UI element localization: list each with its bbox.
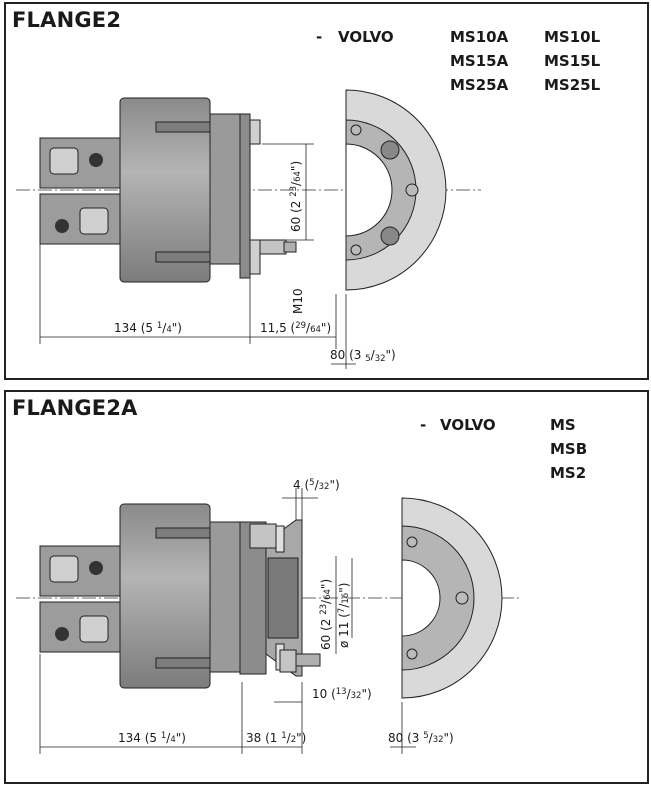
flange2-dim-length: 134 (5 1/4") <box>114 321 182 335</box>
flange2a-dim-bolt: 80 (3 5/32") <box>388 731 454 745</box>
flange2a-mounting-disc <box>401 497 503 699</box>
flange2-thread-label: M10 <box>291 288 305 314</box>
flange2a-dim-length: 134 (5 1/4") <box>118 731 186 745</box>
flange2-mounting-disc <box>345 89 447 291</box>
flange2-dim-thickness: 11,5 (29/64") <box>260 321 331 335</box>
flange2a-end-cap <box>39 545 121 653</box>
flange2a-model-1: MS <box>550 416 576 434</box>
flange2-model-4: MS15L <box>544 52 601 70</box>
flange2a-title: FLANGE2A <box>12 396 138 420</box>
flange2-brand-dash: - <box>316 28 323 46</box>
flange2-model-6: MS25L <box>544 76 601 94</box>
flange2-dim-height: 60 (2 23/64") <box>289 161 303 232</box>
flange2a-brand-dash: - <box>420 416 427 434</box>
flange2-title: FLANGE2 <box>12 8 122 32</box>
flange2-dim-bolt: 80 (3 5/32") <box>330 348 396 364</box>
flange2-drawing: 134 (5 1/4") 11,5 (29/64") 80 (3 5/32") … <box>16 89 481 369</box>
flange2a-dim-flange: 38 (1 1/2") <box>246 731 306 745</box>
flange2-model-5: MS25A <box>450 76 509 94</box>
flange2-model-3: MS15A <box>450 52 509 70</box>
flange2a-dim-offset: 10 (13/32") <box>312 687 372 701</box>
flange2a-model-2: MSB <box>550 440 588 458</box>
flange2-end-cap <box>39 137 121 245</box>
flange2a-dim-top: 4 (5/32") <box>293 478 340 492</box>
flange2-brand: VOLVO <box>338 28 394 46</box>
flange2-panel: FLANGE2 - VOLVO MS10A MS10L MS15A MS15L … <box>4 2 649 380</box>
flange2a-bolt <box>249 523 321 673</box>
flange2a-drawing: 4 (5/32") 10 (13/32") 134 (5 1/4") 38 (1… <box>16 478 521 754</box>
flange2-model-2: MS10L <box>544 28 601 46</box>
flange2-bolt <box>259 239 297 255</box>
flange2a-motor-housing <box>119 503 267 689</box>
flange2a-model-3: MS2 <box>550 464 587 482</box>
flange2a-dim-height: 60 (2 23/64") <box>319 579 333 650</box>
flange2-model-1: MS10A <box>450 28 509 46</box>
flange2-motor-housing <box>119 97 261 283</box>
flange2a-dim-hole: ø 11 (7/16") <box>337 583 351 648</box>
flange2a-brand: VOLVO <box>440 416 496 434</box>
flange2a-panel: FLANGE2A - VOLVO MS MSB MS2 <box>4 390 649 784</box>
